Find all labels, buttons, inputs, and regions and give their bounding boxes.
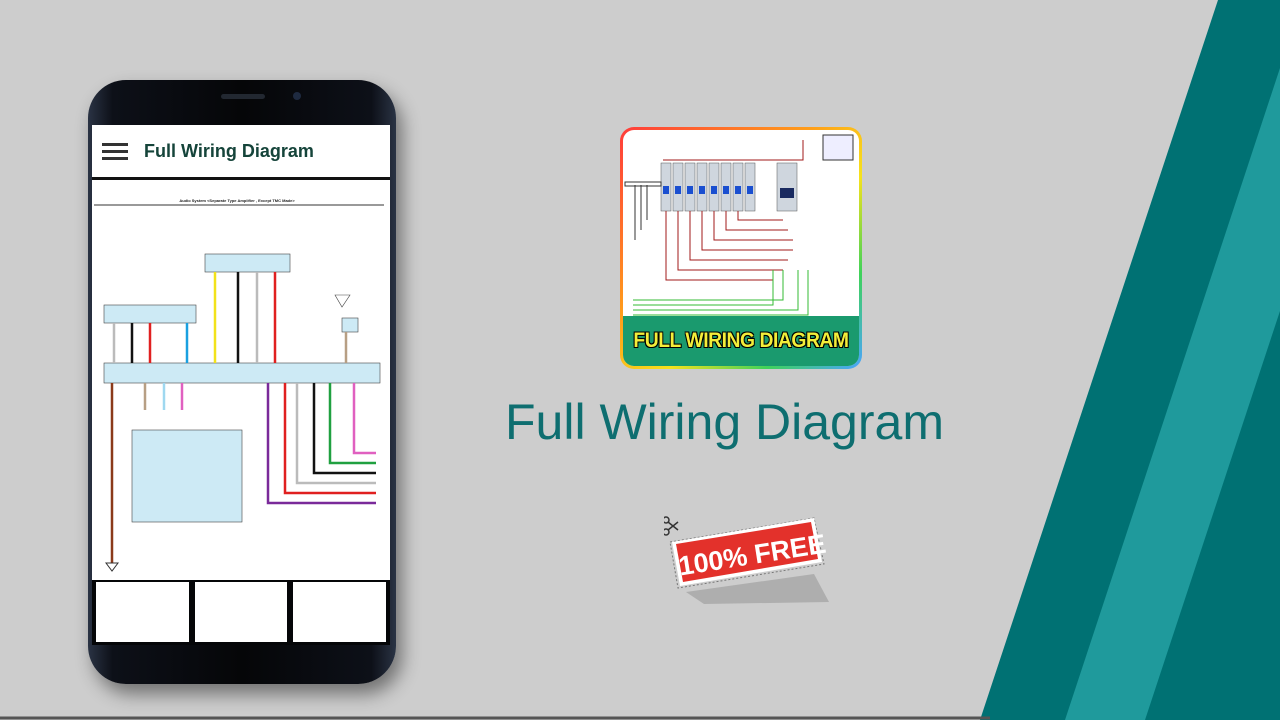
headline: Full Wiring Diagram bbox=[505, 394, 944, 450]
wiring-diagram bbox=[94, 204, 384, 572]
phone-screen: Full Wiring Diagram Audio System <Separa… bbox=[92, 125, 390, 645]
hamburger-menu-icon[interactable] bbox=[102, 139, 128, 164]
wiring-diagram-document[interactable]: Audio System <Separate Type Amplifier , … bbox=[92, 185, 390, 577]
thumbnail-diagram-1[interactable] bbox=[96, 582, 189, 642]
free-badge: 100% FREE bbox=[662, 512, 834, 612]
document-title: Audio System <Separate Type Amplifier , … bbox=[179, 198, 295, 203]
thumbnail-diagram-2[interactable] bbox=[194, 582, 288, 642]
teal-dark-band bbox=[980, 0, 1280, 720]
thumbnail-diagram-3[interactable] bbox=[293, 582, 387, 642]
thumbnail-strip bbox=[92, 580, 390, 645]
breaker-panel-illustration bbox=[624, 134, 854, 316]
app-icon-banner-text: FULL WIRING DIAGRAM bbox=[633, 329, 849, 352]
phone-camera bbox=[293, 92, 301, 100]
phone-mockup: Full Wiring Diagram Audio System <Separa… bbox=[88, 80, 396, 684]
phone-speaker bbox=[221, 94, 265, 99]
app-title: Full Wiring Diagram bbox=[144, 140, 314, 161]
app-icon: FULL WIRING DIAGRAM bbox=[620, 127, 862, 369]
teal-light-stripe bbox=[1065, 68, 1280, 720]
scissors-icon bbox=[662, 516, 679, 536]
app-icon-banner: FULL WIRING DIAGRAM bbox=[623, 316, 859, 366]
app-bar: Full Wiring Diagram bbox=[92, 125, 390, 180]
